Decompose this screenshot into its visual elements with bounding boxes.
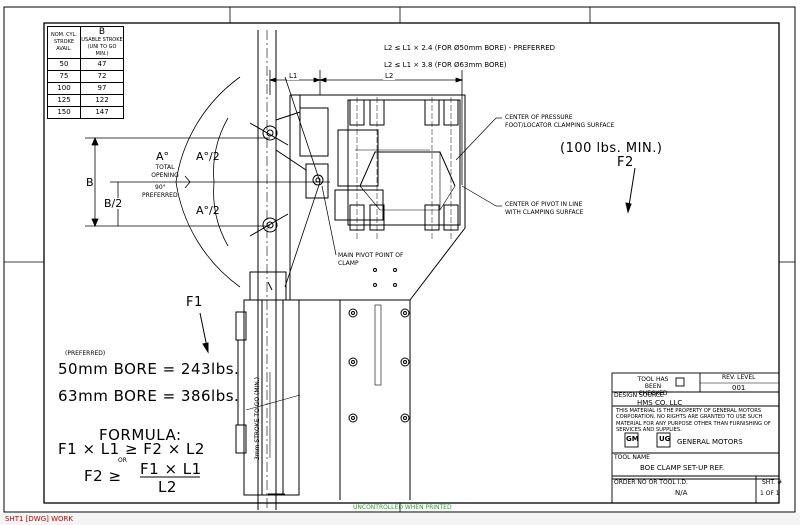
- center-pressure-note: CENTER OF PRESSURE FOOT/LOCATOR CLAMPING…: [505, 114, 615, 129]
- tool-name-value: BOE CLAMP SET-UP REF.: [640, 464, 725, 472]
- bore-50-label: 50mm BORE = 243lbs.: [58, 360, 240, 378]
- sheet-value: 1 OF 1: [760, 490, 780, 497]
- table-cell: 72: [80, 70, 124, 83]
- l2-note-preferred: L2 ≤ L1 × 2.4 (FOR Ø50mm BORE) - PREFERR…: [384, 44, 556, 52]
- pivot-linkage: [275, 94, 329, 199]
- f2-label: F2: [617, 155, 634, 170]
- uncontrolled-label: UNCONTROLLED WHEN PRINTED: [353, 504, 452, 511]
- outer-border: [3, 6, 796, 513]
- table-header-letter: B: [98, 27, 106, 37]
- fraction-denominator: L2: [158, 478, 177, 496]
- tool-name-label: TOOL NAME: [614, 454, 650, 461]
- formula-line-1: F1 × L1 ≥ F2 × L2: [58, 440, 205, 458]
- design-source-label: DESIGN SOURCE: [614, 392, 664, 399]
- inner-border: [43, 22, 780, 504]
- clamp-arm: [249, 30, 289, 510]
- table-cell: 97: [80, 82, 124, 95]
- center-pivot-note: CENTER OF PIVOT IN LINE WITH CLAMPING SU…: [505, 201, 584, 216]
- leaders: [321, 117, 502, 256]
- total-opening-label: TOTAL OPENING: [151, 164, 179, 179]
- l2-note-63mm: L2 ≤ L1 × 3.8 (FOR Ø63mm BORE): [384, 61, 507, 69]
- force-min-label: (100 lbs. MIN.): [560, 141, 663, 156]
- angle-a-half-bottom: A°/2: [196, 204, 220, 217]
- table-header-usable: B USABLE STROKE (UNI TO GO MIN.): [80, 26, 124, 59]
- clamp-head: [289, 94, 466, 500]
- l1-label: L1: [287, 72, 300, 80]
- order-value: N/A: [675, 489, 688, 497]
- ug-logo: UG: [659, 435, 671, 443]
- table-cell: 75: [47, 70, 81, 83]
- stroke-table: NOM. CYL. STROKE AVAIL. B USABLE STROKE …: [47, 26, 124, 119]
- main-pivot-note: MAIN PIVOT POINT OF CLAMP: [338, 252, 404, 267]
- preferred-label: (PREFERRED): [65, 350, 106, 357]
- formula-label: FORMULA:: [99, 426, 182, 444]
- cylinder: [235, 271, 301, 496]
- table-cell: 147: [80, 106, 124, 119]
- angle-a-label: A°: [156, 150, 170, 163]
- table-cell: 47: [80, 58, 124, 71]
- disclaimer-text: THIS MATERIAL IS THE PROPERTY OF GENERAL…: [616, 408, 771, 433]
- order-label: ORDER NO OR TOOL I.D.: [614, 479, 688, 486]
- ninety-degree-label: 90°: [155, 184, 166, 191]
- formula-f2-ge: F2 ≥: [84, 467, 122, 485]
- table-cell: 122: [80, 94, 124, 107]
- design-source-value: HMS CO. LLC: [637, 399, 683, 407]
- rev-level-label: REV. LEVEL: [722, 374, 756, 381]
- company-name: GENERAL MOTORS: [677, 438, 743, 446]
- preferred-angle-label: PREFERRED: [142, 192, 178, 199]
- b-dimension: [85, 136, 330, 228]
- bore-63-label: 63mm BORE = 386lbs.: [58, 387, 240, 405]
- table-header-nominal: NOM. CYL. STROKE AVAIL.: [47, 26, 81, 59]
- l-dimension: [268, 70, 464, 185]
- b-half-label: B/2: [104, 197, 123, 210]
- status-text: SHT1 [DWG] WORK: [5, 515, 73, 523]
- status-bar: SHT1 [DWG] WORK: [0, 513, 800, 525]
- table-cell: 100: [47, 82, 81, 95]
- tool-checked-label: TOOL HAS BEEN CHECKED: [637, 376, 669, 397]
- f1-label: F1: [186, 295, 203, 310]
- force-arrows: [199, 167, 636, 354]
- angle-a-half-top: A°/2: [196, 150, 220, 163]
- fraction-numerator: F1 × L1: [140, 460, 202, 478]
- table-cell: 125: [47, 94, 81, 107]
- rev-level-value: 001: [732, 384, 746, 392]
- stroke-label: 3mm STROKE TO GO (MIN.): [254, 376, 261, 460]
- sheet-label: SHT. #: [762, 479, 783, 486]
- gm-logo: GM: [626, 435, 639, 443]
- table-cell: 50: [47, 58, 81, 71]
- title-block-lines: [611, 372, 780, 504]
- base-plate: [348, 268, 410, 423]
- border-ticks: [4, 7, 795, 512]
- table-cell: 150: [47, 106, 81, 119]
- l2-label: L2: [383, 72, 396, 80]
- b-label: B: [86, 176, 94, 189]
- formula-or: OR: [118, 457, 127, 464]
- table-header-usable-text: USABLE STROKE (UNI TO GO MIN.): [81, 37, 123, 57]
